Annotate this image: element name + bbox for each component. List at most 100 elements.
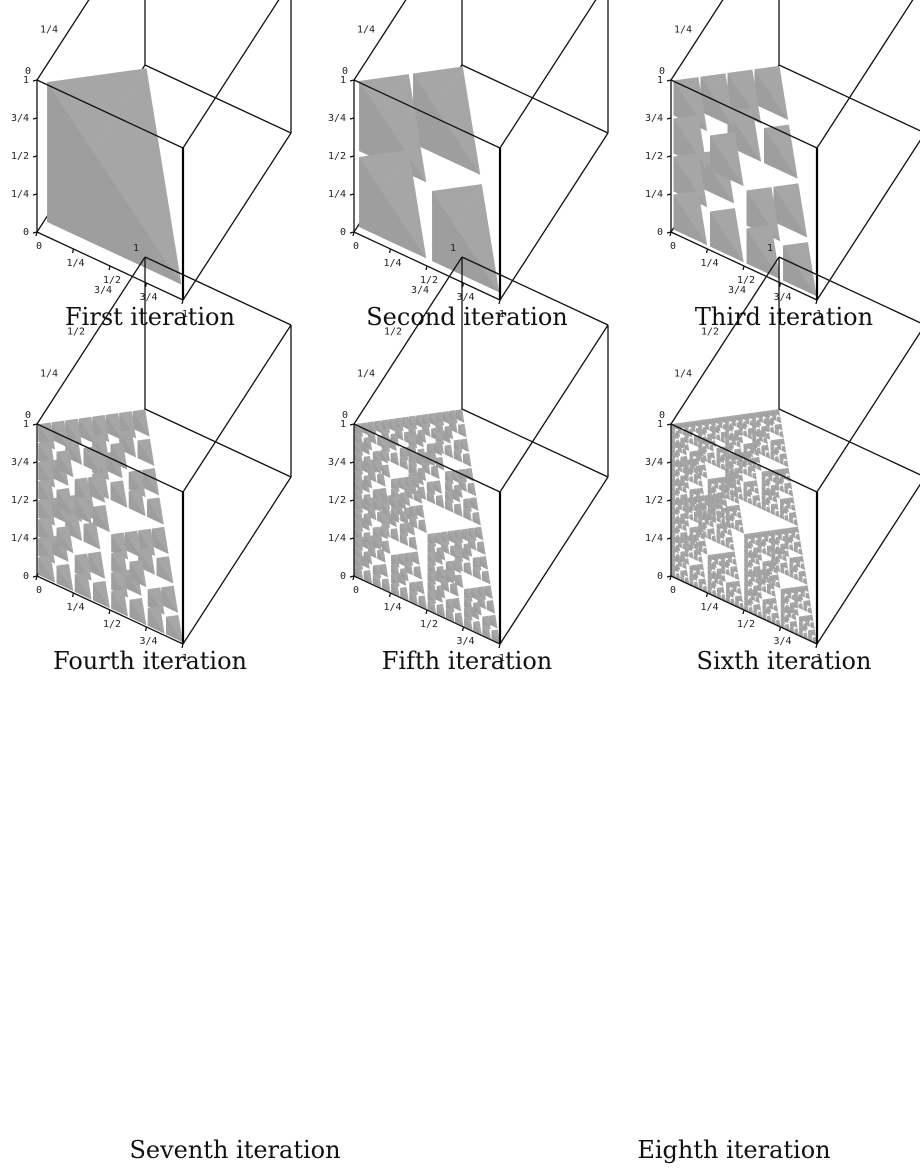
tetra-face	[784, 488, 789, 495]
tetra-face	[702, 445, 708, 453]
tetra-face	[674, 423, 679, 430]
tetra-face	[777, 416, 782, 424]
tetra-face	[785, 467, 790, 475]
tetra-face	[715, 417, 720, 425]
tetra-face	[382, 465, 391, 479]
tetra-face	[790, 497, 795, 504]
tetra-face	[802, 571, 807, 578]
tetra-face	[455, 574, 464, 589]
tetra-face	[724, 431, 729, 439]
tetra-face	[680, 499, 685, 506]
tetra-face	[772, 560, 777, 567]
tetra-face	[729, 537, 734, 544]
tetra-face	[731, 475, 736, 483]
tetra-face	[730, 544, 735, 551]
tetra-face	[728, 425, 733, 432]
tetra-face	[702, 502, 707, 510]
tetra-face	[739, 527, 744, 534]
tick-label-x: 3/4	[456, 292, 474, 303]
cube-edge	[36, 79, 184, 149]
tetra-face	[756, 429, 762, 436]
tetra-face	[93, 581, 110, 609]
tetra-face	[728, 435, 733, 442]
tetra-face	[696, 492, 701, 500]
tetra-face	[702, 426, 708, 434]
tetra-face	[748, 498, 753, 505]
tetra-face	[779, 431, 784, 438]
tetra-face	[734, 454, 739, 461]
tetra-face	[395, 427, 404, 441]
tetra-face	[773, 439, 779, 447]
tetra-face	[88, 475, 106, 503]
tetra-face	[764, 535, 769, 543]
tetra-face	[742, 413, 747, 421]
tetra-face	[780, 548, 785, 556]
tetra-face	[692, 451, 698, 458]
tetra-face	[783, 562, 789, 569]
tick-label-z: 1/4	[328, 189, 346, 200]
tetra-face	[716, 434, 721, 442]
tetra-face	[675, 449, 681, 457]
tetra-face	[482, 570, 491, 585]
tick-mark	[498, 643, 501, 649]
tetra-face	[750, 420, 755, 427]
tetra-face	[361, 423, 370, 436]
tick-mark	[461, 282, 465, 288]
tetra-face	[406, 446, 416, 460]
tetra-face	[685, 501, 690, 509]
tetra-face	[775, 546, 781, 554]
tick-label-x: 3/4	[139, 292, 157, 303]
tick-label-y: 0	[25, 410, 31, 421]
tetra-face	[792, 566, 798, 574]
tetra-face	[736, 422, 741, 429]
tetra-face	[368, 544, 377, 559]
tick-mark	[32, 499, 38, 502]
tetra-face	[111, 591, 129, 617]
tetra-face	[750, 420, 755, 427]
tetra-face	[700, 533, 706, 540]
tetra-face	[447, 531, 457, 544]
tetra-face	[128, 490, 146, 517]
tetra-face	[757, 502, 762, 510]
tetra-face	[685, 520, 690, 528]
tick-label-x: 0	[36, 241, 42, 252]
tetra-face	[458, 424, 467, 438]
tetra-face	[716, 462, 721, 469]
tetra-face	[766, 588, 772, 596]
tetra-face	[732, 558, 737, 566]
cube-edge	[670, 0, 724, 81]
tetra-face	[710, 509, 716, 516]
tetra-face	[409, 516, 418, 529]
tetra-face	[93, 582, 110, 609]
tetra-face	[720, 492, 725, 499]
fractal-tetrahedra	[354, 409, 500, 644]
tetra-face	[775, 456, 780, 464]
tick-label-z: 1/2	[11, 495, 29, 506]
cube-edge	[499, 0, 597, 149]
tetra-face	[712, 495, 717, 502]
tetra-face	[83, 522, 101, 550]
tetra-face	[721, 518, 726, 526]
tetra-face	[698, 507, 703, 515]
tetra-face	[692, 527, 698, 534]
tetra-face	[766, 452, 771, 459]
tetra-face	[382, 464, 391, 479]
tetra-face	[743, 421, 748, 428]
tetra-face	[766, 478, 771, 485]
tetra-face	[756, 457, 761, 464]
tetra-face	[727, 453, 733, 461]
tick-label-z: 3/4	[11, 457, 29, 468]
tetra-face	[682, 487, 687, 494]
tetra-face	[416, 505, 425, 519]
tetra-face	[415, 415, 424, 429]
tetra-face	[719, 447, 725, 454]
tetra-face	[729, 505, 734, 513]
tetra-face	[692, 564, 698, 572]
tetra-face	[675, 525, 681, 533]
tetra-face	[716, 434, 721, 442]
tetra-face	[775, 537, 781, 544]
tetra-face	[377, 436, 386, 449]
tetra-face	[756, 428, 762, 436]
tetra-face	[721, 499, 726, 507]
